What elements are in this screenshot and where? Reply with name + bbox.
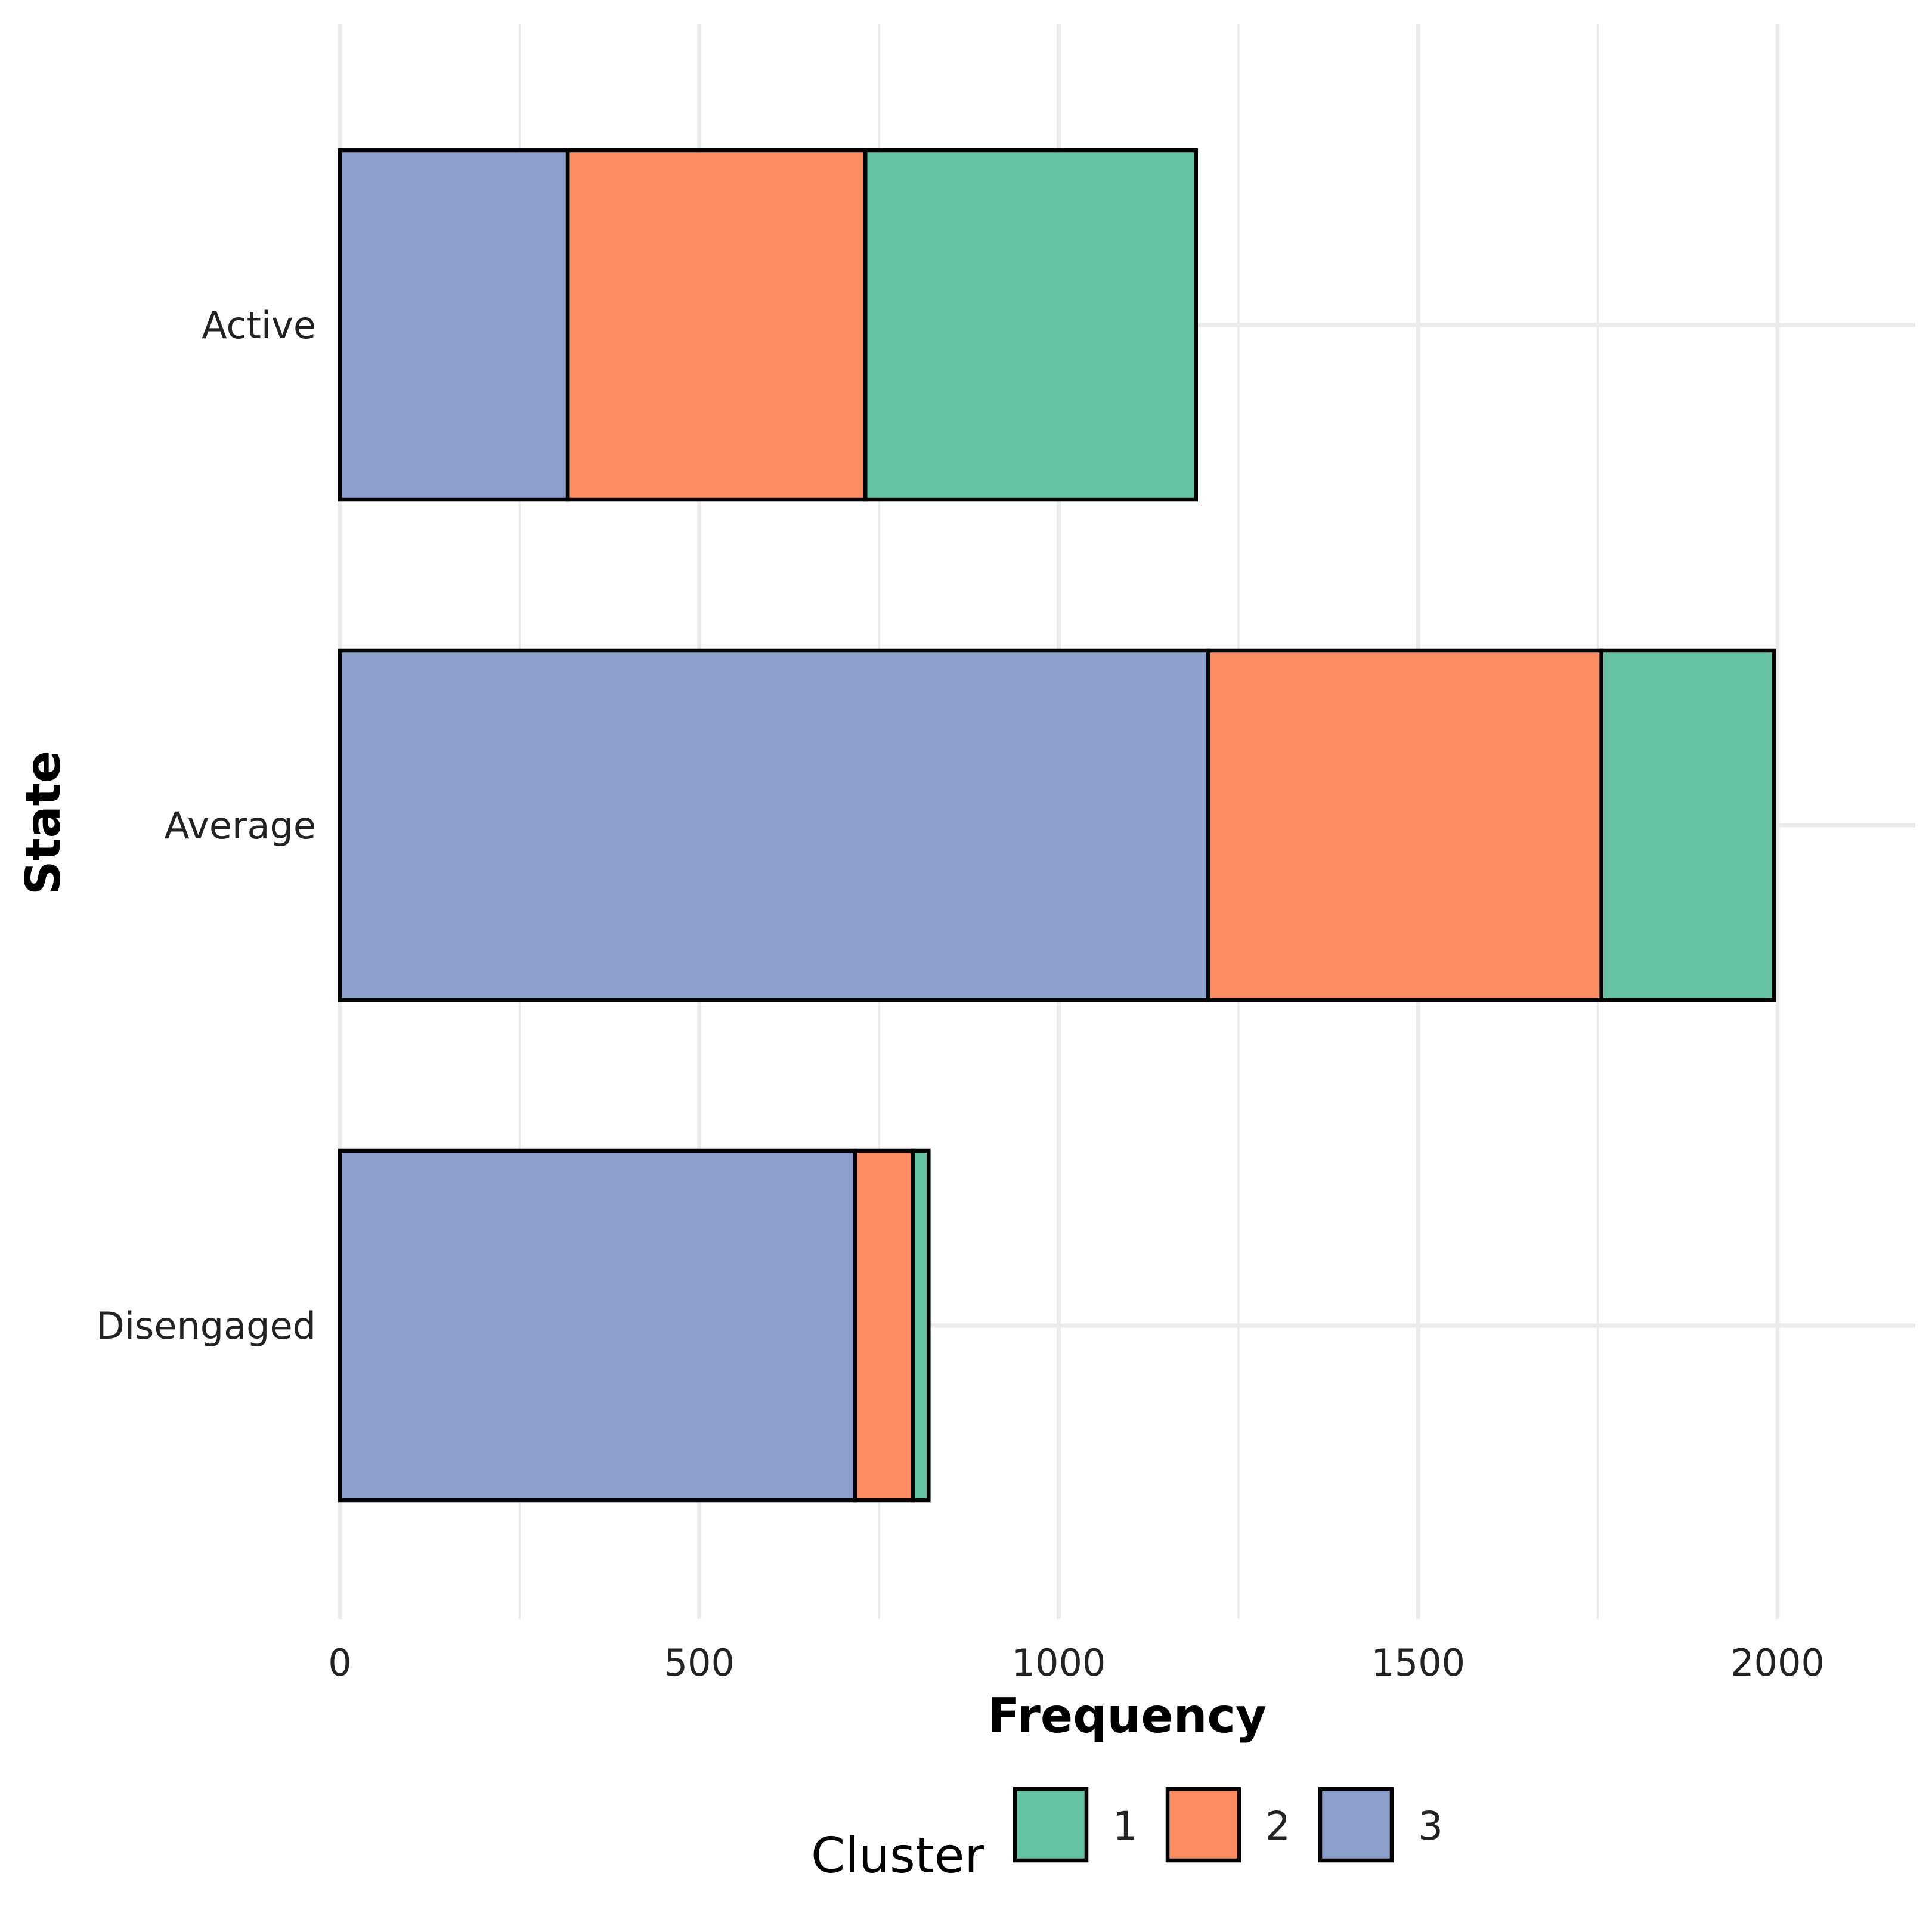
legend-title: Cluster [811, 1828, 984, 1884]
legend-label-cluster-2: 2 [1265, 1803, 1290, 1849]
x-tick-label: 0 [328, 1641, 351, 1685]
bar-segment-average-cluster-2 [1206, 648, 1603, 1002]
bar-segment-disengaged-cluster-3 [338, 1148, 857, 1503]
y-tick-label: Active [202, 304, 316, 347]
legend-label-cluster-1: 1 [1113, 1803, 1138, 1849]
x-tick-label: 1500 [1371, 1641, 1465, 1685]
legend-key-cluster-3 [1318, 1787, 1394, 1863]
legend-key-cluster-2 [1165, 1787, 1241, 1863]
bar-segment-active-cluster-2 [565, 148, 868, 502]
bar-segment-disengaged-cluster-1 [911, 1148, 931, 1503]
bar-segment-active-cluster-3 [338, 148, 570, 502]
x-tick-labels: 0 500 1000 1500 2000 [328, 1641, 1825, 1685]
x-tick-label: 500 [664, 1641, 735, 1685]
legend-key-cluster-1 [1013, 1787, 1089, 1863]
bar-segment-average-cluster-1 [1599, 648, 1776, 1002]
y-tick-label: Average [164, 804, 316, 847]
bar-segment-active-cluster-1 [863, 148, 1199, 502]
bar-segment-average-cluster-3 [338, 648, 1210, 1002]
x-axis-title: Frequency [987, 1688, 1267, 1744]
bars [338, 148, 1776, 1503]
y-axis-title: State [16, 751, 71, 895]
x-tick-label: 1000 [1012, 1641, 1106, 1685]
bar-segment-disengaged-cluster-2 [853, 1148, 915, 1503]
legend: Cluster 1 2 3 [811, 1787, 1443, 1884]
x-tick-label: 2000 [1730, 1641, 1825, 1685]
y-tick-label: Disengaged [96, 1304, 316, 1348]
legend-label-cluster-3: 3 [1418, 1803, 1443, 1849]
